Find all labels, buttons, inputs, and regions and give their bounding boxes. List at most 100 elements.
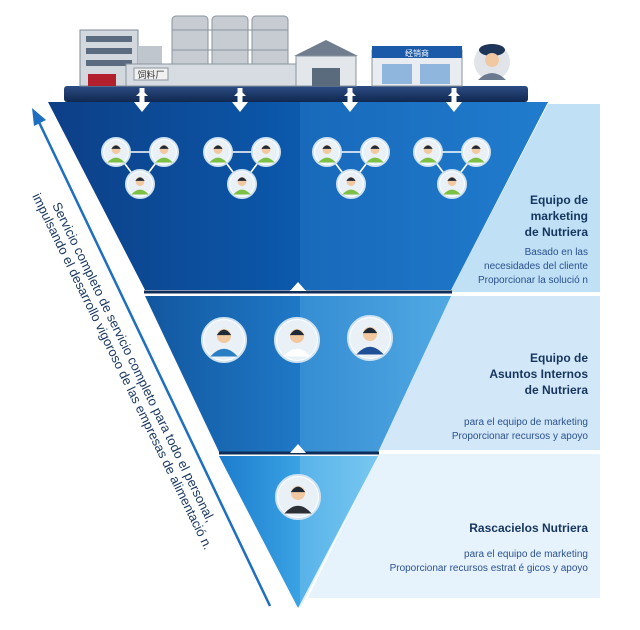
engineer-avatar — [347, 315, 393, 361]
avatar-body — [233, 189, 251, 195]
tier1-title-line: de Nutriera — [524, 225, 588, 239]
lab-technician-avatar — [274, 317, 320, 363]
customer-avatar — [203, 137, 233, 167]
dealer-store-icon — [371, 46, 463, 87]
tier3-band — [219, 456, 378, 608]
customer-avatar — [413, 137, 443, 167]
farmer-avatar — [474, 44, 510, 80]
avatar-hair — [289, 329, 305, 336]
avatar-hair — [471, 145, 481, 149]
tier1-desc-line: Basado en las — [524, 247, 588, 258]
avatar-hair — [213, 145, 223, 149]
avatar-hair — [216, 329, 232, 336]
tier2-highlight — [300, 296, 451, 452]
tier3-title: Rascacielos Nutriera — [328, 520, 588, 536]
tier3-desc-line: para el equipo de marketing — [464, 549, 588, 560]
tier1-desc-line: necesidades del cliente — [484, 261, 588, 272]
avatar-hair — [447, 177, 457, 181]
arrow-tip — [448, 90, 460, 96]
tier3-title-line: Rascacielos Nutriera — [469, 521, 588, 535]
avatar-hair — [322, 145, 332, 149]
avatar-body — [443, 189, 461, 195]
avatar-hair — [159, 145, 169, 149]
avatar-hair — [370, 145, 380, 149]
customer-network — [312, 137, 390, 199]
customer-avatar — [336, 169, 366, 199]
customer-avatar — [101, 137, 131, 167]
avatar-hair — [237, 177, 247, 181]
warehouse-icon — [294, 40, 358, 87]
down-arrow-icon — [342, 88, 358, 112]
arrow-head — [342, 102, 358, 112]
customer-network — [101, 137, 179, 199]
tier3-panel — [308, 454, 600, 598]
customer-avatar — [360, 137, 390, 167]
tier2-title-line: Equipo de — [530, 351, 588, 365]
avatar-body — [318, 157, 336, 163]
arrow-head — [232, 102, 248, 112]
customer-avatar — [125, 169, 155, 199]
tier2-label: Equipo de Asuntos Internos de Nutriera p… — [398, 350, 588, 444]
network-links — [216, 151, 268, 186]
tier2-panel — [378, 296, 600, 450]
avatar-hair — [346, 177, 356, 181]
customer-avatar — [312, 137, 342, 167]
customer-avatar — [227, 169, 257, 199]
platform-bar — [64, 86, 528, 102]
avatar-body — [131, 189, 149, 195]
avatar-body — [107, 157, 125, 163]
network-links — [426, 151, 478, 186]
tier2-title-line: de Nutriera — [524, 383, 588, 397]
arrow-head — [134, 102, 150, 112]
avatar-body — [155, 157, 173, 163]
network-links — [325, 151, 377, 186]
tier2-title-line: Asuntos Internos — [489, 367, 588, 381]
arrow-tip — [234, 90, 246, 96]
customer-avatar — [251, 137, 281, 167]
tier1-title-line: marketing — [530, 209, 588, 223]
arrow-head — [446, 102, 462, 112]
feed-factory-icon — [125, 63, 297, 87]
tier1-panel — [450, 104, 600, 292]
up-arrow-icon — [290, 444, 306, 453]
customer-network — [413, 137, 491, 199]
down-arrow-icon — [446, 88, 462, 112]
tier2-description: para el equipo de marketing Proporcionar… — [398, 416, 588, 444]
tier2-title: Equipo de Asuntos Internos de Nutriera — [398, 350, 588, 398]
avatar-hair — [362, 327, 378, 334]
customer-avatar — [437, 169, 467, 199]
avatar-body — [209, 157, 227, 163]
avatar-body — [419, 157, 437, 163]
avatar-hair — [423, 145, 433, 149]
tier1-title: Equipo de marketing de Nutriera — [428, 192, 588, 240]
avatar-hair — [111, 145, 121, 149]
tier1-title-line: Equipo de — [530, 193, 588, 207]
avatar-body — [342, 189, 360, 195]
tier3-desc-line: Proporcionar recursos estrat é gicos y a… — [389, 563, 588, 574]
down-arrow-icon — [134, 88, 150, 112]
diagonal-arrow-head — [32, 108, 46, 126]
avatar-body — [284, 505, 312, 514]
avatar-hair — [135, 177, 145, 181]
avatar-body — [283, 348, 311, 357]
sales-staff-avatar — [201, 317, 247, 363]
avatar-body — [366, 157, 384, 163]
avatar-body — [467, 157, 485, 163]
avatar-body — [210, 348, 238, 357]
avatar-hair — [290, 486, 306, 493]
tier2-desc-line: para el equipo de marketing — [464, 417, 588, 428]
customer-network — [203, 137, 281, 199]
factory-sign: 饲料厂 — [137, 69, 164, 81]
diagonal-arrow-shaft — [36, 119, 272, 607]
tier1-description: Basado en las necesidades del cliente Pr… — [428, 246, 588, 288]
customer-avatar — [461, 137, 491, 167]
arrow-tip — [344, 90, 356, 96]
avatar-body — [356, 346, 384, 355]
tier1-label: Equipo de marketing de Nutriera Basado e… — [428, 192, 588, 288]
avatar-hair — [261, 145, 271, 149]
tier2-desc-line: Proporcionar recursos y apoyo — [451, 431, 588, 442]
tier1-desc-line: Proporcionar la solució n — [477, 275, 588, 286]
up-arrow-icon — [290, 282, 306, 291]
down-arrow-icon — [232, 88, 248, 112]
